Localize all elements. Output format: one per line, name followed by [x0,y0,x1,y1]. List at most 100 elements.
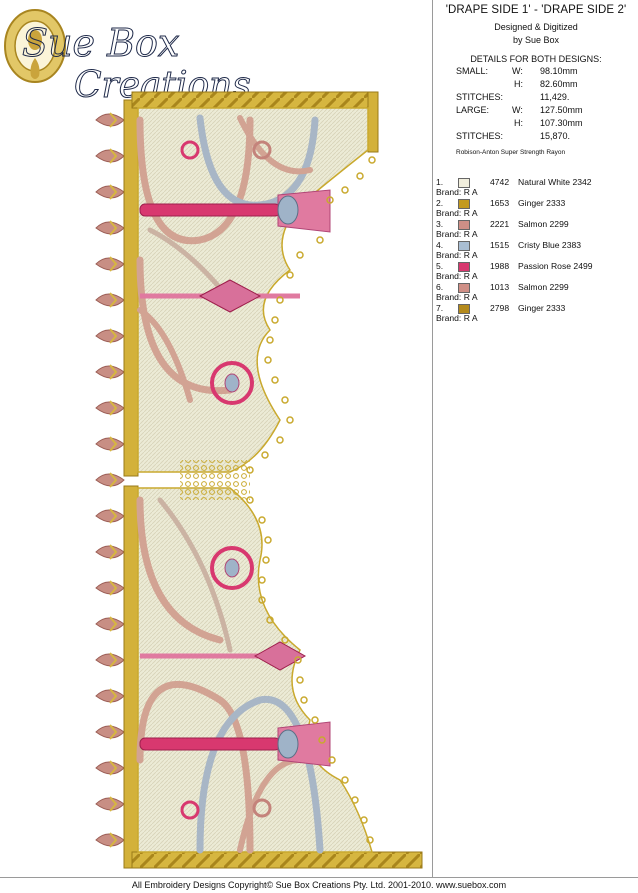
large-stitches-label: STITCHES: [456,131,504,141]
color-name: Natural White 2342 [518,177,592,187]
lace-dot [266,336,274,344]
small-stitches-row: STITCHES: 11,429. [434,91,638,104]
small-height-row: H: 82.60mm [434,78,638,91]
lace-dot [328,756,336,764]
color-name: Ginger 2333 [518,198,566,208]
lace-dot [258,516,266,524]
copyright-footer: All Embroidery Designs Copyright© Sue Bo… [131,880,507,890]
lace-dot [311,716,319,724]
color-swatch [458,199,470,209]
tassel-bars [139,189,331,767]
lace-dot [351,796,359,804]
lace-dot [296,251,304,259]
lace-dot [341,186,349,194]
color-code: 1988 [490,261,510,271]
large-width-row: LARGE: W: 127.50mm [434,104,638,117]
leaf-icon [95,328,125,344]
net-connector [180,460,250,500]
small-stitches-value: 11,429. [540,92,570,102]
thread-note: Robison-Anton Super Strength Rayon [456,149,566,156]
leaf-icon [95,832,125,848]
color-brand: Brand: R A [436,229,478,239]
leaf-icon [95,436,125,452]
logo: Sue Box Creations [4,9,251,107]
lace-dot [300,696,308,704]
color-swatch [458,262,470,272]
small-stitches-label: STITCHES: [456,92,504,102]
color-number: 2. [436,198,444,208]
lace-dot [356,172,364,180]
color-code: 1013 [490,282,510,292]
large-stitches-row: STITCHES: 15,870. [434,130,638,143]
logo-medallion-icon [4,9,66,83]
credit-line-2: by Sue Box [512,35,560,45]
gold-bar-bottom [123,485,139,869]
lace-dot [246,496,254,504]
leaf-icon [95,508,125,524]
lace-dot [360,816,368,824]
lace-dot [266,616,274,624]
color-brand: Brand: R A [436,187,478,197]
color-brand: Brand: R A [436,250,478,260]
color-brand: Brand: R A [436,208,478,218]
divider-horizontal [0,877,638,878]
braid-top [131,91,377,109]
lace-dot [246,466,254,474]
large-w-value: 127.50mm [540,105,583,115]
lace-dot [258,596,266,604]
leaf-icon [95,760,125,776]
color-brand: Brand: R A [436,292,478,302]
leaf-icon [95,400,125,416]
color-code: 2221 [490,219,510,229]
color-name: Salmon 2299 [518,219,569,229]
color-code: 2798 [490,303,510,313]
lace-edge [246,156,376,844]
large-height-row: H: 107.30mm [434,117,638,130]
color-swatch [458,283,470,293]
lace-dot [294,656,302,664]
lace-dot [366,836,374,844]
lace-dot [276,436,284,444]
leaf-icon [95,112,125,128]
lace-dot [296,676,304,684]
lace-dot [286,271,294,279]
leaf-icon [95,544,125,560]
lace-dot [286,416,294,424]
embroidery-artwork: Sue Box Creations [4,9,423,869]
lace-dot [276,296,284,304]
large-stitches-value: 15,870. [540,131,571,141]
small-h-value: 82.60mm [540,79,578,89]
color-code: 4742 [490,177,510,187]
leaf-icon [95,256,125,272]
lace-dot [281,396,289,404]
leaf-icon [95,616,125,632]
leaf-icon [95,472,125,488]
lace-dot [318,736,326,744]
lace-dot [271,316,279,324]
color-name: Salmon 2299 [518,282,569,292]
color-name: Passion Rose 2499 [518,261,593,271]
info-panel: 'DRAPE SIDE 1' - 'DRAPE SIDE 2' Designed… [434,4,638,324]
lace-dot [261,451,269,459]
color-name: Cristy Blue 2383 [518,240,582,250]
credit-line-1: Designed & Digitized [494,22,578,32]
color-swatch [458,178,470,188]
leaf-icon [95,796,125,812]
leaf-icon [95,292,125,308]
leaf-icon [95,184,125,200]
logo-line1: Sue Box [22,21,179,65]
divider-vertical [432,0,433,878]
color-swatch [458,220,470,230]
leaf-icon [95,652,125,668]
lace-dot [271,376,279,384]
lace-dot [326,196,334,204]
lace-dot [341,776,349,784]
leaf-icon [95,724,125,740]
small-width-row: SMALL: W: 98.10mm [434,65,638,78]
small-h-label: H: [514,79,523,89]
